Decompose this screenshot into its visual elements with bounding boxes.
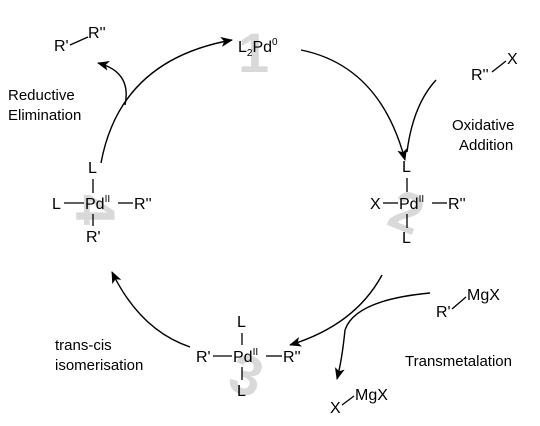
svg-text:PdII: PdII [399,194,424,213]
s2-left-x: X [370,196,381,213]
step-number-1: 1 [238,21,269,84]
step-number-4: 4 [64,194,127,225]
subscript-2: 2 [247,48,253,59]
metal-pd: Pd [252,39,272,56]
species-4-cis-complex: L L PdII R'' R' [52,160,152,246]
label-trans-cis-isomerisation: trans-cis isomerisation [55,337,143,374]
grignard-reagent: R' MgX [436,287,500,321]
label-oxidative-addition: Oxidative Addition [452,117,515,154]
s4-left-ligand: L [52,196,61,213]
halide-r-double-prime: R'' [471,67,489,84]
halide-reagent: R'' X [471,51,518,84]
arrow-1-to-2 [300,49,408,161]
s4-right-r-double-prime: R'' [134,196,152,213]
svg-text:isomerisation: isomerisation [55,357,143,374]
s4-ox-state: II [105,194,111,205]
product-r-r: R' R'' [54,25,106,55]
arrow-4-to-1 [100,37,233,164]
s2-metal: Pd [399,196,419,213]
s3-right-r-double-prime: R'' [283,349,301,366]
s3-bottom-ligand: L [237,383,246,400]
svg-text:Elimination: Elimination [8,107,81,124]
byproduct-xmgx: X MgX [330,387,388,417]
product-r-double-prime: R'' [88,25,106,42]
s2-right-r: R'' [448,196,466,213]
oxidation-state-0: 0 [272,37,278,48]
svg-text:Oxidative: Oxidative [452,117,515,134]
arrow-halide-in [406,79,437,153]
s3-left-r-prime: R' [196,349,211,366]
s3-top-ligand: L [237,314,246,331]
s2-top-ligand: L [402,159,411,176]
species-3-transmetalated: L R' PdII R'' L [196,314,301,400]
grignard-mgx: MgX [467,287,500,304]
svg-text:Transmetalation: Transmetalation [405,353,512,370]
svg-text:Reductive: Reductive [8,87,75,104]
label-transmetalation: Transmetalation [405,353,512,370]
species-2-oxidative-adduct: L X PdII R'' L [370,159,466,247]
halide-x: X [507,51,518,68]
s4-bottom-r-prime: R' [86,229,101,246]
svg-text:Addition: Addition [459,137,513,154]
label-reductive-elimination: Reductive Elimination [8,87,81,124]
byproduct-mgx: MgX [355,387,388,404]
arrow-grignard-in [344,292,431,331]
byproduct-x: X [330,400,341,417]
svg-text:PdII: PdII [233,347,258,366]
arrow-3-to-4 [111,271,191,348]
grignard-r-prime: R' [436,304,451,321]
arrow-2-to-3 [289,274,383,347]
svg-text:PdII: PdII [85,194,110,213]
product-r-prime: R' [54,38,69,55]
arrow-product-out [97,60,127,106]
arrow-byproduct-out [334,329,346,380]
s4-metal: Pd [85,196,105,213]
s3-ox-state: II [253,347,259,358]
species-1-l2pd0: L2Pd0 [238,37,278,59]
s2-bottom-ligand: L [402,230,411,247]
s2-ox-state: II [419,194,425,205]
s3-metal: Pd [233,349,253,366]
svg-text:trans-cis: trans-cis [55,337,112,354]
s4-top-ligand: L [88,160,97,177]
svg-text:L2Pd0: L2Pd0 [238,37,278,59]
ligand-L: L [238,39,247,56]
